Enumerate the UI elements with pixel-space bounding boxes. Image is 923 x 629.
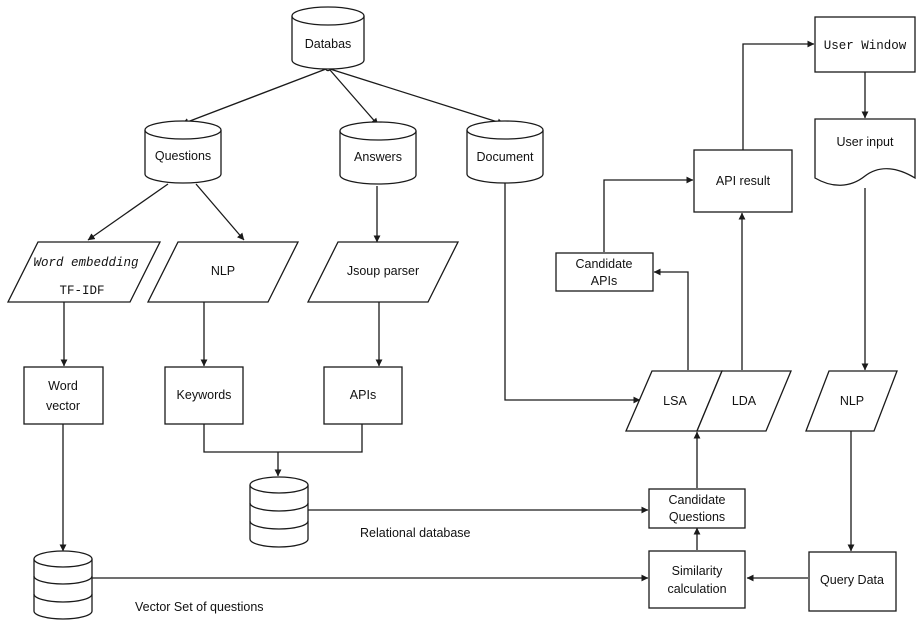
answers-node: Answers [340, 122, 416, 184]
relational-database-node: Relational database [250, 477, 471, 547]
candidate-questions-label-line1: Candidate [669, 493, 726, 507]
edge-apiresult-userwindow [743, 44, 814, 150]
api-result-node: API result [694, 150, 792, 212]
questions-label: Questions [155, 149, 211, 163]
edge-database-questions [182, 69, 326, 124]
nlp-left-node: NLP [148, 242, 298, 302]
database-node: Databas [292, 7, 364, 69]
document-node: Document [467, 121, 543, 183]
word-vector-node: Word vector [24, 367, 103, 424]
jsoup-parser-node: Jsoup parser [308, 242, 458, 302]
vector-set-node: Vector Set of questions [34, 551, 264, 619]
nlp-right-label: NLP [840, 394, 864, 408]
similarity-calculation-node: Similarity calculation [649, 551, 745, 608]
word-embedding-label: Word embedding [33, 256, 139, 270]
similarity-label-line1: Similarity [672, 564, 723, 578]
candidate-apis-label-line1: Candidate [576, 257, 633, 271]
user-window-node: User Window [815, 17, 915, 72]
lda-label: LDA [732, 394, 757, 408]
candidate-apis-label-line2: APIs [591, 274, 617, 288]
lsa-label: LSA [663, 394, 687, 408]
word-vector-label-line1: Word [48, 379, 78, 393]
keywords-label: Keywords [177, 388, 232, 402]
query-data-label: Query Data [820, 573, 884, 587]
edge-merge-keywords-apis [204, 424, 362, 452]
answers-label: Answers [354, 150, 402, 164]
word-embedding-node: Word embedding TF-IDF [8, 242, 160, 302]
query-data-node: Query Data [809, 552, 896, 611]
candidate-apis-node: Candidate APIs [556, 253, 653, 291]
database-label: Databas [305, 37, 352, 51]
nlp-right-node: NLP [806, 371, 897, 431]
edge-lsa-candidateapis [654, 272, 688, 370]
apis-label: APIs [350, 388, 376, 402]
word-vector-label-line2: vector [46, 399, 80, 413]
edge-questions-nlp [196, 184, 244, 240]
tf-idf-label: TF-IDF [59, 284, 104, 298]
user-input-node: User input [815, 119, 915, 185]
similarity-label-line2: calculation [667, 582, 726, 596]
keywords-node: Keywords [165, 367, 243, 424]
nlp-left-label: NLP [211, 264, 235, 278]
edge-candidateapis-apiresult [604, 180, 693, 252]
edge-questions-wordembedding [88, 184, 168, 240]
user-input-label: User input [837, 135, 894, 149]
edge-database-document [330, 69, 504, 124]
questions-node: Questions [145, 121, 221, 183]
user-window-label: User Window [824, 39, 907, 53]
edge-database-answers [330, 70, 378, 125]
apis-node: APIs [324, 367, 402, 424]
vector-set-label: Vector Set of questions [135, 600, 264, 614]
jsoup-parser-label: Jsoup parser [347, 264, 419, 278]
document-label: Document [477, 150, 534, 164]
api-result-label: API result [716, 174, 771, 188]
candidate-questions-label-line2: Questions [669, 510, 725, 524]
candidate-questions-node: Candidate Questions [649, 489, 745, 528]
relational-database-label: Relational database [360, 526, 471, 540]
